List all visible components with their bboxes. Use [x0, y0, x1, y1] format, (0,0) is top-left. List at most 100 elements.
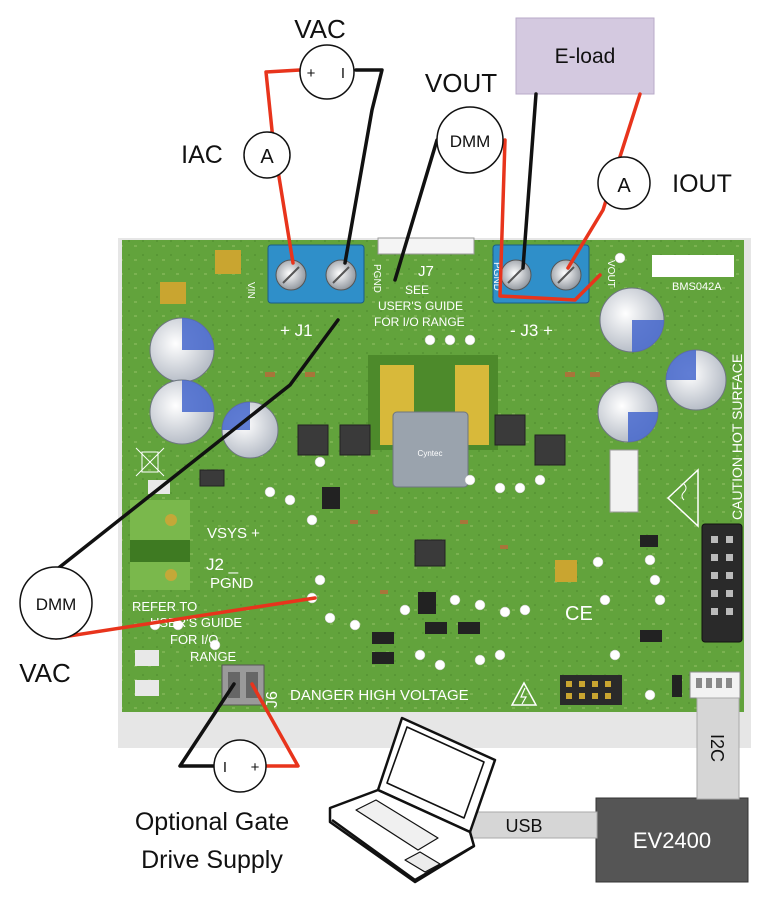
red-wire-gate: [250, 682, 300, 768]
capacitor: [221, 401, 279, 459]
black-wire-pgnd: [343, 68, 384, 265]
hot-surface-icon: [666, 468, 699, 528]
silk-j7: J7: [418, 263, 434, 280]
silk-j6: J6: [264, 691, 281, 708]
gate-supply-label-1: Optional Gate: [135, 808, 289, 836]
vac-left-label: VAC: [19, 658, 71, 688]
silk-vsys: VSYS +: [207, 525, 260, 542]
iout-label: IOUT: [672, 170, 732, 198]
silk-j2: J2 _: [206, 555, 239, 574]
header-j10: [701, 523, 743, 643]
label-pad: [652, 255, 734, 277]
i2c-cable: I2C: [696, 697, 740, 800]
ev2400-adapter: EV2400: [595, 797, 749, 883]
silk-vout: VOUT: [605, 260, 616, 288]
input-wiring: [264, 68, 384, 265]
laptop-icon: [328, 716, 497, 884]
header-pins: [711, 536, 733, 615]
test-points: [149, 252, 666, 701]
pad-tp: [215, 250, 241, 274]
i2c-label: I2C: [707, 734, 727, 762]
header-j9: [560, 675, 622, 705]
gate-source-plus: +: [251, 759, 260, 776]
gate-supply-wiring: [178, 682, 300, 768]
vac-dmm-wiring: [54, 318, 340, 640]
silk-caution: CAUTION HOT SURFACE: [729, 354, 745, 520]
output-wiring: [393, 92, 642, 302]
silk-danger: DANGER HIGH VOLTAGE: [290, 687, 469, 704]
silk-see-range: FOR I/O RANGE: [374, 315, 465, 329]
gate-supply-source: I +: [213, 739, 267, 793]
mosfets: [199, 414, 566, 567]
silk-j1: + J1: [280, 321, 313, 340]
red-wire-eload: [566, 92, 642, 270]
vac-dmm-label: DMM: [36, 595, 77, 614]
capacitor: [149, 317, 215, 383]
i2c-cable-body: [696, 697, 740, 800]
usb-cable: USB: [454, 811, 598, 839]
silk-j2-pgnd: PGND: [210, 575, 254, 592]
capacitor: [665, 349, 727, 411]
iout-ammeter-symbol: A: [617, 175, 631, 197]
gate-source-minus: I: [223, 759, 227, 776]
vout-label: VOUT: [425, 68, 497, 98]
connector-j7: [377, 237, 475, 255]
ac-source-symbol: + I: [299, 44, 355, 100]
capacitor: [597, 381, 659, 443]
black-wire-left-dmm: [54, 318, 340, 572]
weee-icon: [135, 447, 165, 477]
silk-see: SEE: [405, 283, 429, 297]
source-minus: I: [341, 65, 345, 82]
silk-vin: VIN: [245, 282, 256, 299]
vsys-strip: [130, 540, 190, 562]
high-voltage-icon: [510, 681, 538, 706]
silk-ce-mark: CE: [565, 603, 593, 625]
iout-ammeter: A: [597, 156, 651, 210]
capacitors: [149, 287, 727, 459]
black-wire-eload: [521, 92, 538, 270]
black-wire-gate: [178, 682, 236, 768]
vsys-pad-bottom: [165, 569, 177, 581]
terminal-block-j1: [267, 244, 365, 304]
usb-cable-body: [454, 811, 598, 839]
silk-board-id: BMS042A: [672, 281, 722, 293]
electronic-load: E-load: [515, 17, 655, 95]
vout-dmm: DMM: [436, 106, 504, 174]
capacitor: [599, 287, 665, 353]
capacitor: [149, 379, 215, 445]
vac-dmm: DMM: [19, 566, 93, 640]
silk-refer: REFER TO: [132, 599, 197, 614]
iac-label: IAC: [181, 141, 223, 169]
ev2400-box: [595, 797, 749, 883]
gate-supply-label-2: Drive Supply: [141, 846, 283, 874]
pad-tp2: [160, 282, 186, 304]
evaluation-board: Cyntec: [118, 237, 751, 748]
silk-j3: - J3 +: [510, 321, 553, 340]
silk-refer-range: RANGE: [190, 649, 237, 664]
pad-tp3: [555, 560, 577, 582]
vac-top-label: VAC: [294, 14, 346, 44]
inductor-brand: Cyntec: [418, 449, 443, 458]
silk-refer-io: FOR I/O: [170, 632, 218, 647]
silk-pgnd-j1: PGND: [371, 264, 382, 293]
ev2400-label: EV2400: [633, 828, 711, 853]
eload-label: E-load: [555, 45, 616, 68]
connector-j6: [221, 664, 265, 706]
iac-ammeter-symbol: A: [260, 146, 274, 168]
jumpers: [322, 487, 682, 697]
eload-box: [515, 17, 655, 95]
fuse: [609, 449, 639, 513]
black-wire-vout-dmm: [393, 138, 439, 282]
vout-dmm-label: DMM: [450, 132, 491, 151]
red-wire-vout-dmm: [498, 138, 602, 302]
red-wire-vin: [264, 68, 302, 265]
inductor: [392, 411, 469, 488]
vsys-pad-top: [165, 514, 177, 526]
usb-label: USB: [505, 816, 542, 836]
silk-pgnd-j3: PGND: [491, 262, 502, 291]
source-plus: +: [307, 65, 316, 82]
silk-see-guide: USER'S GUIDE: [378, 299, 463, 313]
iac-ammeter: A: [243, 131, 291, 179]
red-wire-left-dmm: [54, 596, 317, 640]
